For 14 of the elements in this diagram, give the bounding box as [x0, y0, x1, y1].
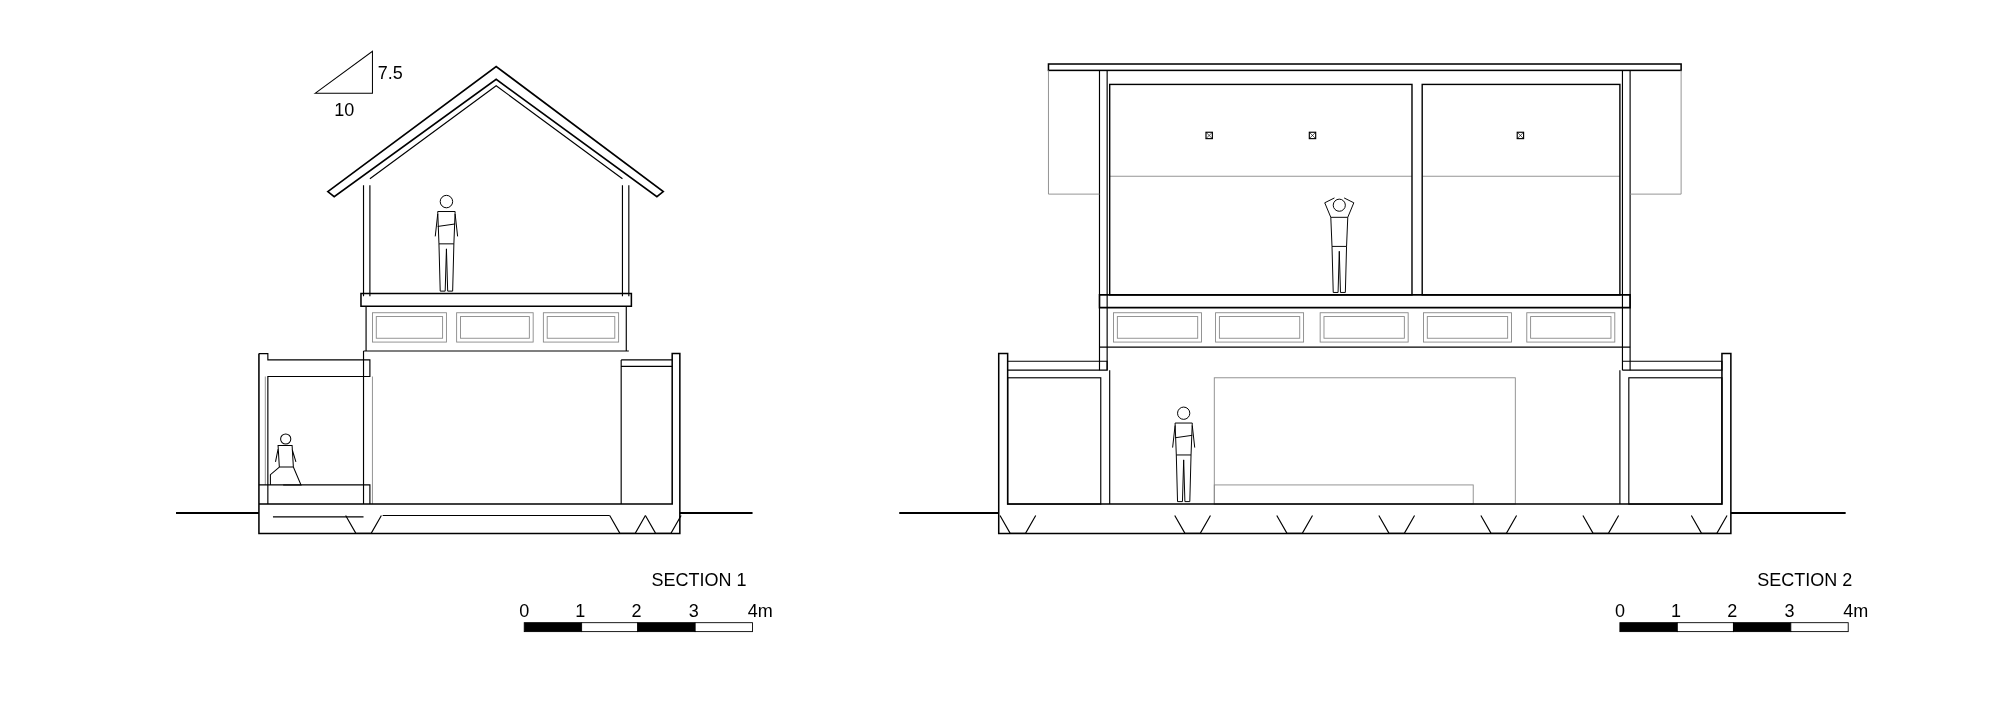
section-title: SECTION 2: [1757, 571, 1853, 590]
scale-number: 3: [688, 601, 699, 620]
scale-number: 3: [1784, 601, 1795, 620]
scale-number: 2: [631, 601, 642, 620]
slope-ratio: 7.5: [377, 63, 403, 82]
section-title: SECTION 1: [651, 571, 747, 590]
scale-number: 1: [575, 601, 586, 620]
scale-number: 4m: [1843, 601, 1869, 620]
scale-number: 0: [1614, 601, 1625, 620]
slope-ratio: 10: [334, 100, 355, 119]
scale-number: 0: [519, 601, 530, 620]
scale-number: 2: [1727, 601, 1738, 620]
scale-number: 4m: [747, 601, 773, 620]
scale-number: 1: [1671, 601, 1681, 620]
